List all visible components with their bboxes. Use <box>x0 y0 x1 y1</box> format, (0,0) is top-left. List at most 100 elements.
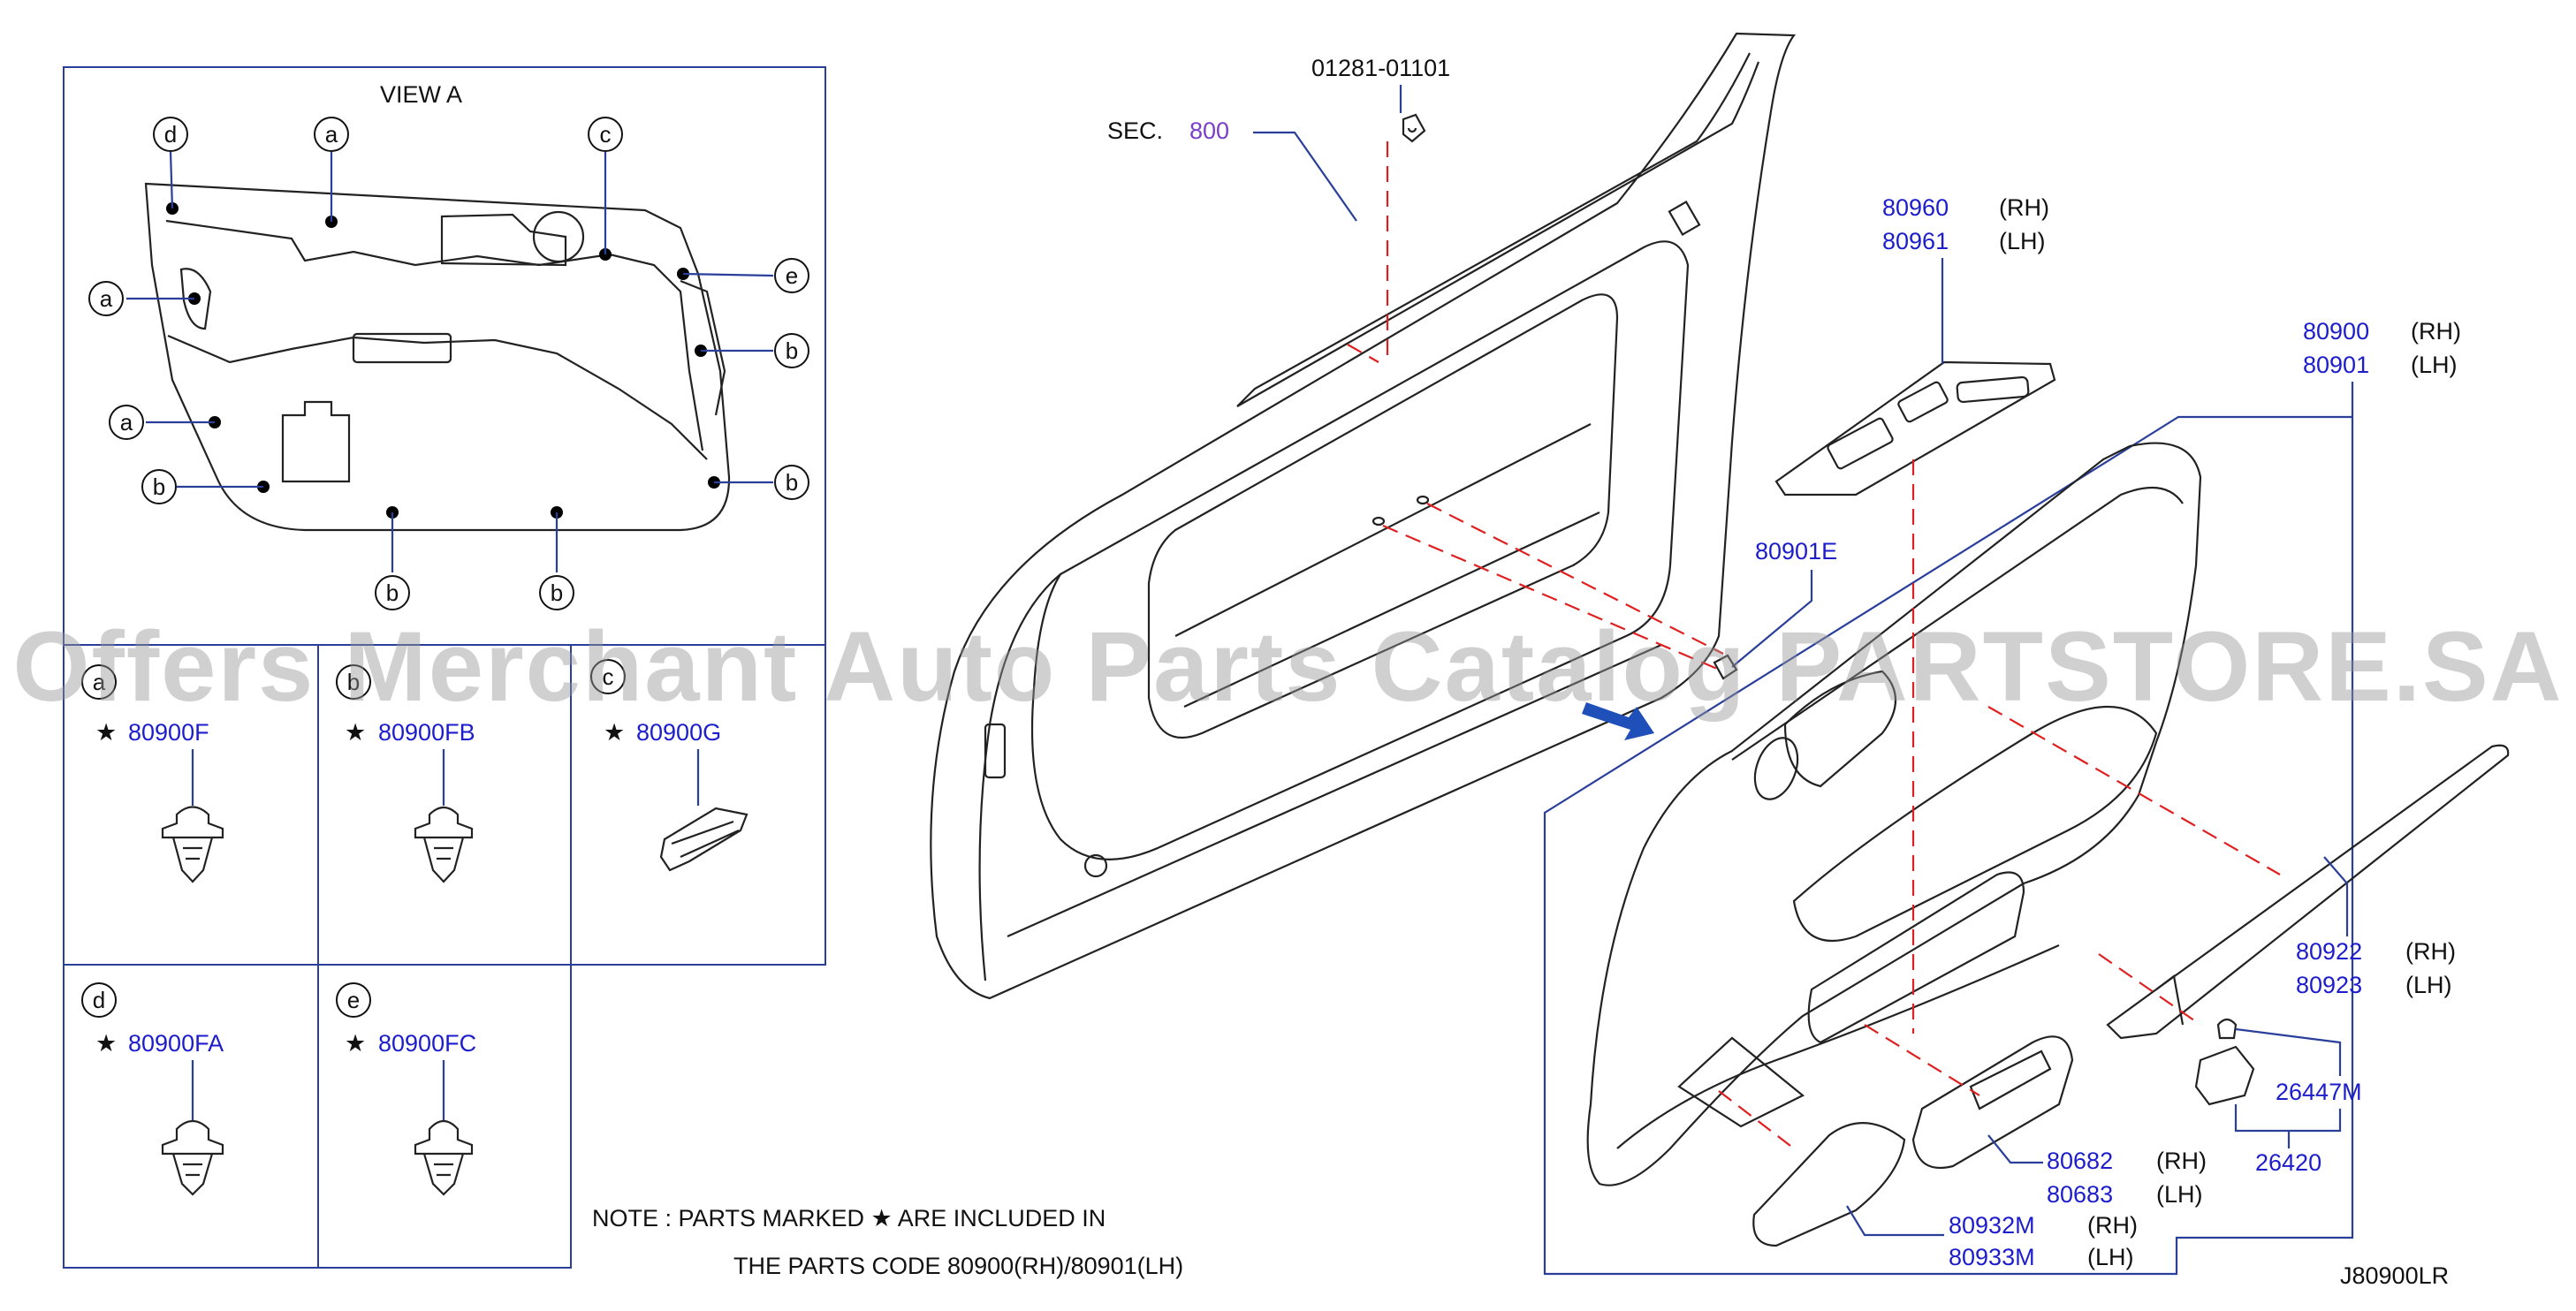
clip-cell-e: e ★ 80900FC <box>336 982 476 1196</box>
side-rh: (RH) <box>2411 318 2461 345</box>
trim-mid-edge <box>167 334 708 460</box>
clip-cell-b-letter: b <box>347 669 360 695</box>
trim-rear-edge <box>680 279 726 416</box>
clip-part-number-d: 80900FA <box>128 1030 224 1057</box>
trim-armrest <box>1792 705 2158 943</box>
trim-speaker-grille <box>1753 737 1799 800</box>
push-clip-icon <box>414 1119 474 1196</box>
view-a-callouts: d a c a e b a b b b b <box>88 117 809 610</box>
section-prefix: SEC. <box>1107 117 1163 144</box>
note-line-2: THE PARTS CODE 80900(RH)/80901(LH) <box>733 1253 1183 1279</box>
part-number-80933M: 80933M <box>1949 1244 2035 1270</box>
callout-d: d <box>164 121 177 148</box>
side-lh: (LH) <box>1999 228 2046 254</box>
trim-pull-handle <box>1807 871 2025 1044</box>
clip-cell-e-letter: e <box>347 987 360 1013</box>
clip-cell-c-letter: c <box>603 663 614 690</box>
part-number-80961: 80961 <box>1882 228 1949 254</box>
section-number-link[interactable]: 800 <box>1189 117 1229 144</box>
view-a-title: VIEW A <box>380 81 462 108</box>
clip-table-row-2 <box>63 964 572 1269</box>
star-icon: ★ <box>345 719 366 746</box>
trim-panel-top-edge <box>1731 486 2184 761</box>
star-icon: ★ <box>604 719 625 746</box>
part-number-80923: 80923 <box>2296 972 2362 998</box>
view-a-direction-arrow <box>1582 702 1654 740</box>
courtesy-lamp <box>2194 1045 2255 1106</box>
top-clip-callout: 01281-01101 <box>1311 55 1450 362</box>
clip-table: a ★ 80900F b ★ 80900FB c ★ 80900G d ★ 80… <box>63 644 826 1269</box>
grommet-clip-icon <box>1402 113 1426 143</box>
part-number-80960: 80960 <box>1882 194 1949 221</box>
view-a-panel: VIEW A <box>63 66 826 646</box>
top-clip-part-number: 01281-01101 <box>1311 55 1450 81</box>
trim-switch-panel <box>440 213 567 267</box>
part-number-80901E: 80901E <box>1755 538 1837 565</box>
clip-cell-d: d ★ 80900FA <box>81 982 224 1196</box>
door-shell-drawing <box>930 32 1797 1000</box>
part-number-80922: 80922 <box>2296 938 2362 965</box>
door-inner-line-1 <box>1174 423 1592 637</box>
clip-part-number-c: 80900G <box>636 719 721 746</box>
clip-part-number-a: 80900F <box>128 719 209 746</box>
side-rh: (RH) <box>2156 1148 2207 1174</box>
trim-speaker-opening <box>532 210 585 263</box>
callout-b-right-lower: b <box>786 469 798 496</box>
power-window-switch-bezel <box>1774 360 2056 496</box>
part-number-80901: 80901 <box>2303 352 2369 378</box>
weatherstrip-end <box>2155 974 2185 1026</box>
part-number-80682: 80682 <box>2047 1148 2113 1174</box>
trim-handle-recess <box>352 332 452 364</box>
callout-a-lower: a <box>120 409 133 436</box>
window-switch-button <box>1897 381 1949 423</box>
view-a-frame <box>63 66 826 646</box>
clip-cell-b: b ★ 80900FB <box>336 664 475 883</box>
handle-opening <box>1969 1050 2052 1110</box>
section-reference: SEC. 800 <box>1107 117 1357 222</box>
door-latch-hole <box>1668 201 1701 236</box>
door-trim-assembly <box>1543 360 2510 1276</box>
clip-cell-d-letter: d <box>93 987 105 1013</box>
trim-pull-pocket <box>179 268 212 330</box>
clip-part-number-e: 80900FC <box>378 1030 476 1057</box>
door-mount-hole-2 <box>1416 495 1430 505</box>
callout-b-left: b <box>153 474 165 500</box>
inside-handle-escutcheon <box>1911 1035 2074 1170</box>
trim-upper-edge <box>165 219 704 451</box>
part-number-80900: 80900 <box>2303 318 2369 345</box>
trim-board-outline <box>144 182 731 532</box>
part-number-80683: 80683 <box>2047 1181 2113 1208</box>
trim-pocket-lower <box>1677 1036 1805 1128</box>
window-switch-button <box>1827 417 1894 470</box>
trim-inner-handle-bezel <box>1783 670 1897 788</box>
side-lh: (LH) <box>2156 1181 2203 1208</box>
callout-c: c <box>600 121 612 148</box>
clip-cell-a-letter: a <box>93 669 106 695</box>
view-a-callout-leaders <box>126 151 774 572</box>
assembly-dashed-lines <box>1347 344 1724 673</box>
part-number-26447M: 26447M <box>2276 1079 2362 1105</box>
star-icon: ★ <box>345 1030 366 1057</box>
clip-part-number-b: 80900FB <box>378 719 475 746</box>
door-mount-hole-1 <box>1372 516 1386 527</box>
lamp-bulb <box>2216 1018 2238 1040</box>
star-icon: ★ <box>95 1030 117 1057</box>
callout-e: e <box>786 262 798 289</box>
callout-a-top: a <box>325 121 338 148</box>
side-rh: (RH) <box>2087 1212 2138 1239</box>
door-sash-inner <box>1236 52 1760 407</box>
trim-assembly-bracket <box>1543 415 2354 1276</box>
door-shell-outer <box>930 32 1797 1000</box>
side-rh: (RH) <box>1999 194 2049 221</box>
callout-b-bottom-1: b <box>386 580 399 606</box>
part-number-80932M: 80932M <box>1949 1212 2035 1239</box>
trim-lower-bracket <box>281 400 351 483</box>
diagram-code: J80900LR <box>2340 1262 2449 1289</box>
arrow-icon <box>1582 702 1654 740</box>
door-inner-line-2 <box>1183 512 1600 708</box>
door-front-edge <box>978 573 1061 981</box>
door-weatherstrip <box>2106 744 2510 1040</box>
right-part-labels: 80960 (RH) 80961 (LH) 80900 (RH) 80901 (… <box>1846 194 2461 1270</box>
